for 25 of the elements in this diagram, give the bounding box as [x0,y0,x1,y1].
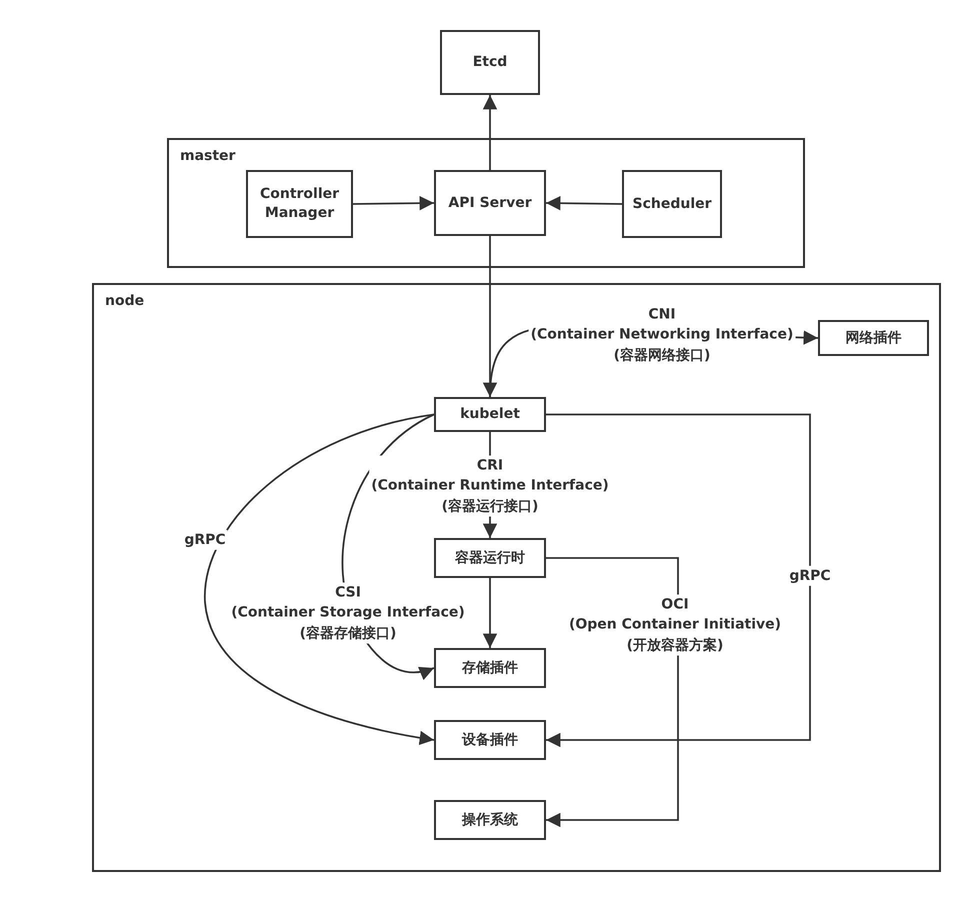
arrow [482,95,498,170]
process-box: Scheduler [622,170,722,238]
arrow [482,578,498,648]
group-title: master [180,148,236,164]
arrow [204,414,434,745]
edge-label: CRI (Container Runtime Interface) (容器运行接口) [369,456,611,516]
edge-label: gRPC [787,566,833,586]
process-box: API Server [434,170,546,236]
process-box: 容器运行时 [434,538,546,578]
group-frame [167,138,805,268]
arrow [482,236,498,397]
process-box: 网络插件 [818,320,929,356]
arrow [546,414,811,748]
edge-label: CSI (Container Storage Interface) (容器存储接口) [229,582,467,644]
process-box: 存储插件 [434,648,546,688]
process-box: kubelet [434,397,546,432]
group-frame [92,283,941,872]
process-box: Controller Manager [246,170,353,238]
process-box: Etcd [440,30,540,95]
edge-label: gRPC [182,530,228,550]
process-box: 操作系统 [434,800,546,840]
arrow [352,196,434,210]
process-box: 设备插件 [434,720,546,760]
group-title: node [105,293,144,309]
arrow [546,196,622,210]
